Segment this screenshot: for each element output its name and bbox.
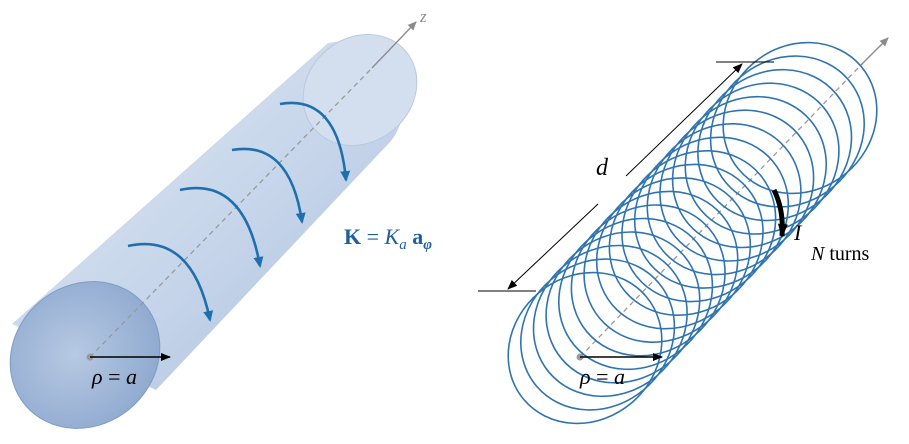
length-label: d xyxy=(596,155,609,181)
cylinder-near-cap xyxy=(9,281,161,429)
length-dimension-arrow-1 xyxy=(625,63,743,177)
coil-turn xyxy=(621,149,777,303)
coil-current-arrow xyxy=(771,188,788,238)
current-label: I xyxy=(793,220,803,245)
radius-label-left: ρ = a xyxy=(91,364,137,389)
z-axis xyxy=(371,21,417,69)
surface-current-arrows xyxy=(127,101,351,322)
cylinder-far-cap xyxy=(302,34,418,146)
solenoid: d I N turns ρ = a xyxy=(478,37,889,425)
coil-turns xyxy=(507,41,878,425)
cylinder-axis xyxy=(89,67,373,358)
coil-turn xyxy=(608,163,764,317)
z-axis-label: z xyxy=(419,7,427,26)
coil-turn xyxy=(722,41,878,195)
radius-label-right: ρ = a xyxy=(579,364,625,389)
solenoid-axis xyxy=(579,65,861,358)
current-arrow-1 xyxy=(127,242,214,322)
length-dimension-arrow-2 xyxy=(507,203,599,290)
solenoid-axis-tip xyxy=(859,37,889,67)
current-arrow-4 xyxy=(279,101,351,182)
current-arrow-3 xyxy=(231,147,306,224)
turns-label: N turns xyxy=(810,243,870,265)
current-arrow-2 xyxy=(179,186,264,268)
surface-current-label: K = Ka aφ xyxy=(344,224,432,253)
current-sheet-cylinder: z K = Ka aφ ρ = a xyxy=(9,7,432,429)
